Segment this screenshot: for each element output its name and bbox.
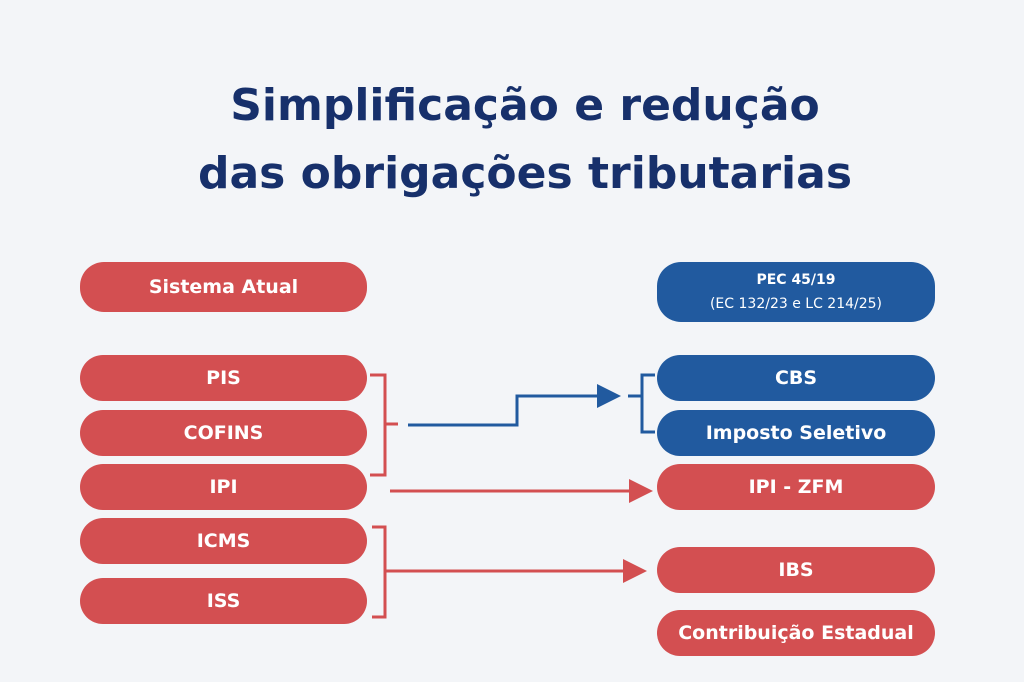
page-title: Simplificação e redução das obrigações t…: [0, 72, 1024, 208]
bracket-cbs-is: [628, 373, 655, 434]
arrow-to-cbs-is: [408, 384, 621, 427]
header-pec-line2: (EC 132/23 e LC 214/25): [709, 296, 883, 312]
header-sistema-atual: Sistema Atual: [80, 262, 367, 312]
bracket-icms-iss: [372, 525, 644, 619]
box-ipi: IPI: [80, 464, 367, 510]
box-ipi-zfm: IPI - ZFM: [657, 464, 935, 510]
box-cofins: COFINS: [80, 410, 367, 456]
box-ibs: IBS: [657, 547, 935, 593]
bracket-pis-cofins-ipi: [370, 373, 398, 477]
box-pis: PIS: [80, 355, 367, 401]
box-cbs: CBS: [657, 355, 935, 401]
title-line-2: das obrigações tributarias: [197, 148, 853, 199]
box-contribuicao-estadual: Contribuição Estadual: [657, 610, 935, 656]
box-imposto-seletivo: Imposto Seletivo: [657, 410, 935, 456]
title-line-1: Simplificação e redução: [230, 80, 820, 131]
box-icms: ICMS: [80, 518, 367, 564]
box-iss: ISS: [80, 578, 367, 624]
header-pec-line1: PEC 45/19: [756, 272, 836, 288]
header-pec: PEC 45/19 (EC 132/23 e LC 214/25): [657, 262, 935, 322]
